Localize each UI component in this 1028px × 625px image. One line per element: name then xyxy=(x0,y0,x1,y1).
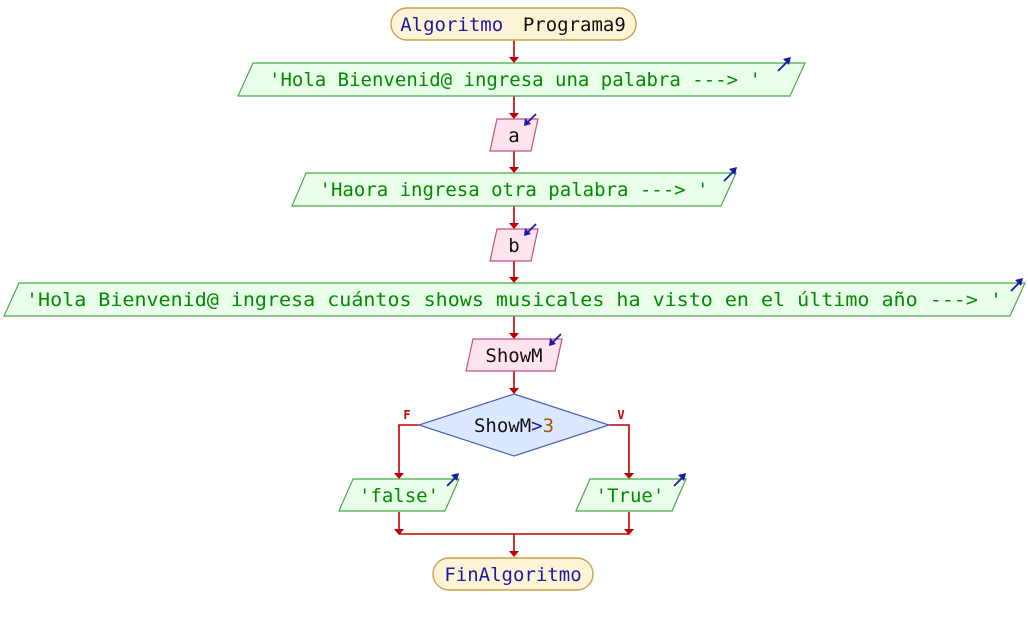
output-step-1-text: 'Hola Bienvenid@ ingresa una palabra ---… xyxy=(269,69,761,91)
algorithm-name: Programa9 xyxy=(523,14,626,36)
input-step-showm: ShowM xyxy=(465,333,563,372)
start-terminal: Algoritmo Programa9 xyxy=(390,7,637,41)
input-step-b: b xyxy=(489,223,539,262)
output-arrow-icon xyxy=(1010,278,1023,292)
false-branch-label: F xyxy=(403,408,410,422)
output-step-1: 'Hola Bienvenid@ ingresa una palabra ---… xyxy=(237,57,806,97)
decision-variable: ShowM xyxy=(474,415,531,437)
svg-text:ShowM>3: ShowM>3 xyxy=(474,415,554,437)
output-arrow-icon xyxy=(723,167,737,182)
input-step-b-text: b xyxy=(508,235,519,257)
true-branch-label: V xyxy=(617,408,624,422)
end-keyword: FinAlgoritmo xyxy=(444,564,581,586)
flow-connectors xyxy=(394,40,634,557)
input-arrow-icon xyxy=(524,113,537,126)
input-step-a: a xyxy=(489,113,539,152)
output-step-2-text: 'Haora ingresa otra palabra ---> ' xyxy=(320,179,709,201)
decision-diamond: ShowM>3 xyxy=(417,393,611,457)
true-output-step: 'True' xyxy=(575,473,687,512)
start-keyword: Algoritmo xyxy=(400,14,503,36)
input-step-a-text: a xyxy=(508,125,519,147)
output-arrow-icon xyxy=(777,57,791,72)
output-arrow-icon xyxy=(673,473,686,487)
output-step-3-text: 'Hola Bienvenid@ ingresa cuántos shows m… xyxy=(26,289,1002,311)
true-output-text: 'True' xyxy=(596,485,665,507)
decision-value: 3 xyxy=(543,415,554,437)
input-step-showm-text: ShowM xyxy=(485,345,542,367)
output-arrow-icon xyxy=(446,473,459,487)
svg-text:Algoritmo Programa9: Algoritmo Programa9 xyxy=(400,14,626,36)
input-arrow-icon xyxy=(549,333,562,346)
false-output-step: 'false' xyxy=(338,473,460,512)
output-step-3: 'Hola Bienvenid@ ingresa cuántos shows m… xyxy=(3,278,1026,317)
input-arrow-icon xyxy=(524,223,537,236)
decision-operator: > xyxy=(531,415,542,437)
output-step-2: 'Haora ingresa otra palabra ---> ' xyxy=(291,167,737,207)
end-terminal: FinAlgoritmo xyxy=(432,557,594,591)
false-output-text: 'false' xyxy=(359,485,439,507)
